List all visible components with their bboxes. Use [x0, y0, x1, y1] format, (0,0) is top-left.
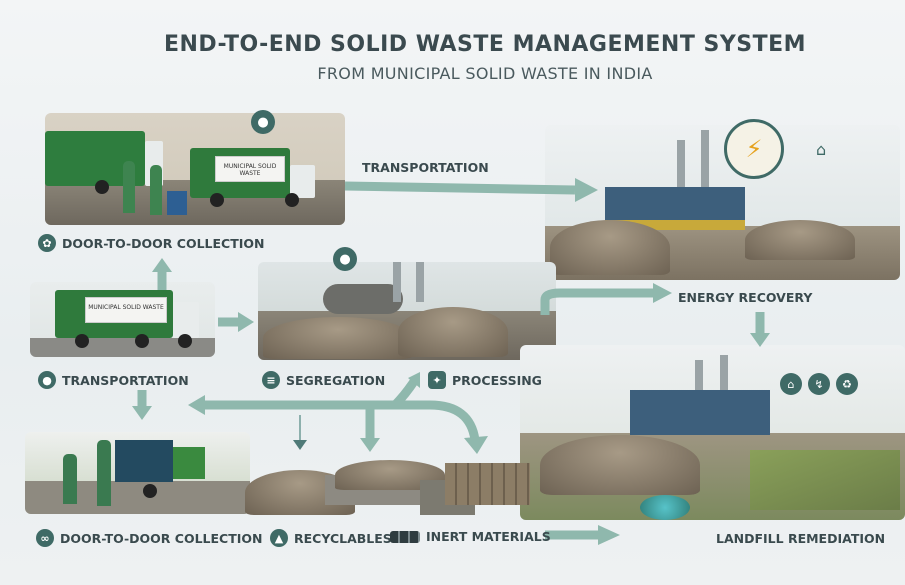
- recyclables-inert-photo: [240, 455, 560, 515]
- label-text: SEGREGATION: [286, 372, 386, 388]
- collection-icon: ∞: [36, 529, 54, 547]
- recyclables-icon: ▲: [270, 529, 288, 547]
- truck-sign: MUNICIPAL SOLID WASTE: [215, 156, 285, 182]
- label-text: DOOR-TO-DOOR COLLECTION: [60, 530, 263, 546]
- label-transportation-mid: ● TRANSPORTATION: [38, 371, 189, 389]
- page-title: END-TO-END SOLID WASTE MANAGEMENT SYSTEM: [163, 32, 807, 57]
- label-text: LANDFILL REMEDIATION: [716, 531, 886, 546]
- location-pin-icon: ●: [333, 247, 357, 271]
- collection-photo: MUNICIPAL SOLID WASTE: [45, 113, 345, 225]
- home-icon: ⌂: [780, 373, 802, 395]
- energy-plant-photo: [545, 125, 900, 280]
- label-text: PROCESSING: [452, 372, 542, 388]
- label-energy-recovery: ENERGY RECOVERY: [678, 290, 812, 305]
- arrow-loop: [205, 400, 480, 441]
- label-text: INERT MATERIALS: [426, 529, 551, 544]
- location-pin-icon: ●: [251, 110, 275, 134]
- processing-icon: ✦: [428, 371, 446, 389]
- transport-truck-photo: MUNICIPAL SOLID WASTE: [30, 282, 215, 357]
- segregation-photo: [258, 262, 556, 360]
- lightning-icon: ⚡: [724, 119, 784, 179]
- label-inert-materials: INERT MATERIALS: [390, 529, 551, 544]
- arrow-to-processing: [391, 377, 419, 409]
- location-pin-icon: ●: [38, 371, 56, 389]
- label-text: TRANSPORTATION: [362, 160, 489, 175]
- label-processing: ✦ PROCESSING: [428, 371, 542, 389]
- label-text: TRANSPORTATION: [62, 372, 189, 388]
- label-door-to-door-bottom: ∞ DOOR-TO-DOOR COLLECTION: [36, 529, 263, 547]
- page-subtitle: FROM MUNICIPAL SOLID WASTE IN INDIA: [317, 64, 653, 83]
- label-text: ENERGY RECOVERY: [678, 290, 813, 305]
- label-text: RECYCLABLES: [294, 530, 392, 546]
- segregation-icon: ≡: [262, 371, 280, 389]
- status-icons: ⌂ ↯ ♻: [780, 373, 858, 395]
- label-text: DOOR-TO-DOOR COLLECTION: [62, 235, 265, 251]
- arrow-to-energy-plant: [344, 181, 576, 195]
- home-icon: ⌂: [816, 140, 827, 159]
- recycle-icon: ♻: [836, 373, 858, 395]
- arrow-to-energy-recovery: [540, 288, 655, 315]
- truck-sign: MUNICIPAL SOLID WASTE: [85, 297, 167, 323]
- recycle-hands-icon: ✿: [38, 234, 56, 252]
- collection-bottom-photo: [25, 432, 250, 514]
- inert-materials-icon: [390, 530, 420, 543]
- power-icon: ↯: [808, 373, 830, 395]
- label-landfill-remediation: LANDFILL REMEDIATION: [716, 531, 885, 546]
- label-segregation: ≡ SEGREGATION: [262, 371, 385, 389]
- label-door-to-door-top: ✿ DOOR-TO-DOOR COLLECTION: [38, 234, 265, 252]
- label-recyclables: ▲ RECYCLABLES: [270, 529, 392, 547]
- label-transportation-top: TRANSPORTATION: [362, 160, 489, 175]
